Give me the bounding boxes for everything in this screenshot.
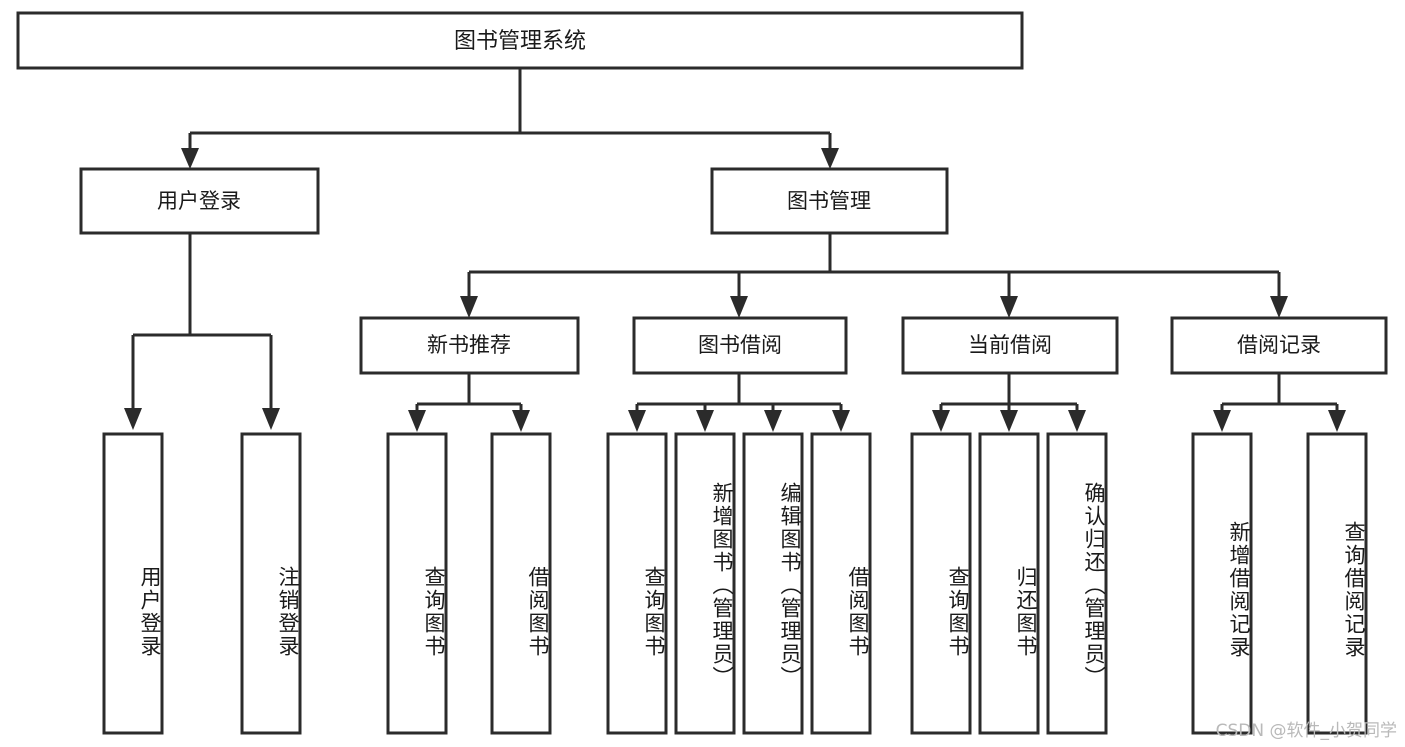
leaf-box-add-borrow-record[interactable] — [1191, 432, 1253, 735]
node-new-book-recommend-label: 新书推荐 — [427, 333, 511, 357]
node-book-borrow[interactable]: 图书借阅 — [632, 316, 848, 375]
leaf-box-query-borrow-record[interactable] — [1306, 432, 1368, 735]
leaf-box-query-book-3[interactable] — [910, 432, 972, 735]
arrowhead-bookmgmt — [821, 148, 839, 169]
node-book-borrow-box[interactable] — [632, 316, 848, 375]
arrowhead-borrow-leaf2 — [696, 410, 714, 432]
arrowhead-leaf-user-login — [124, 408, 142, 430]
arrowhead-borrow-leaf3 — [764, 410, 782, 432]
arrowhead-current-leaf1 — [932, 410, 950, 432]
arrowhead-record — [1270, 296, 1288, 318]
leaf-box-edit-book-admin[interactable] — [742, 432, 804, 735]
arrowhead-current — [1000, 296, 1018, 318]
arrowhead-borrow-leaf4 — [832, 410, 850, 432]
node-book-management-box[interactable] — [710, 167, 949, 235]
node-root-label: 图书管理系统 — [454, 29, 586, 54]
leaf-box-confirm-return-admin[interactable] — [1046, 432, 1108, 735]
arrowhead-record-leaf1 — [1213, 410, 1231, 432]
node-new-book-recommend-box[interactable] — [359, 316, 580, 375]
leaf-box-borrow-book-1[interactable] — [490, 432, 552, 735]
leaf-box-add-book-admin[interactable] — [674, 432, 736, 735]
leaf-box-query-book-2[interactable] — [606, 432, 668, 735]
arrowhead-current-leaf3 — [1068, 410, 1086, 432]
csdn-watermark: CSDN @软件_小贺同学 — [1215, 721, 1397, 741]
leaf-box-user-login[interactable] — [102, 432, 164, 735]
leaf-box-logout[interactable] — [240, 432, 302, 735]
node-current-borrow-label: 当前借阅 — [968, 333, 1052, 357]
arrowhead-record-leaf2 — [1328, 410, 1346, 432]
node-user-login[interactable]: 用户登录 — [79, 167, 320, 235]
node-borrow-record-label: 借阅记录 — [1237, 333, 1321, 357]
leaf-box-query-book-1[interactable] — [386, 432, 448, 735]
node-book-borrow-label: 图书借阅 — [698, 333, 782, 357]
node-book-management[interactable]: 图书管理 — [710, 167, 949, 235]
arrowhead-newbook — [460, 296, 478, 318]
node-root-box[interactable] — [16, 11, 1024, 70]
leaf-box-return-book[interactable] — [978, 432, 1040, 735]
node-current-borrow[interactable]: 当前借阅 — [901, 316, 1119, 375]
leaf-box-borrow-book-2[interactable] — [810, 432, 872, 735]
connectors-layer — [124, 68, 1346, 432]
node-root[interactable]: 图书管理系统 — [16, 11, 1024, 70]
node-user-login-label: 用户登录 — [157, 189, 241, 213]
node-borrow-record[interactable]: 借阅记录 — [1170, 316, 1388, 375]
arrowhead-leaf-logout — [262, 408, 280, 430]
node-current-borrow-box[interactable] — [901, 316, 1119, 375]
node-borrow-record-box[interactable] — [1170, 316, 1388, 375]
arrowhead-borrow-leaf1 — [628, 410, 646, 432]
arrowhead-userlogin — [181, 148, 199, 169]
arrowhead-current-leaf2 — [1000, 410, 1018, 432]
arrowhead-newbook-leaf2 — [512, 410, 530, 432]
arrowhead-borrow — [730, 296, 748, 318]
node-user-login-box[interactable] — [79, 167, 320, 235]
node-book-management-label: 图书管理 — [787, 189, 871, 213]
arrowhead-newbook-leaf1 — [408, 410, 426, 432]
node-new-book-recommend[interactable]: 新书推荐 — [359, 316, 580, 375]
